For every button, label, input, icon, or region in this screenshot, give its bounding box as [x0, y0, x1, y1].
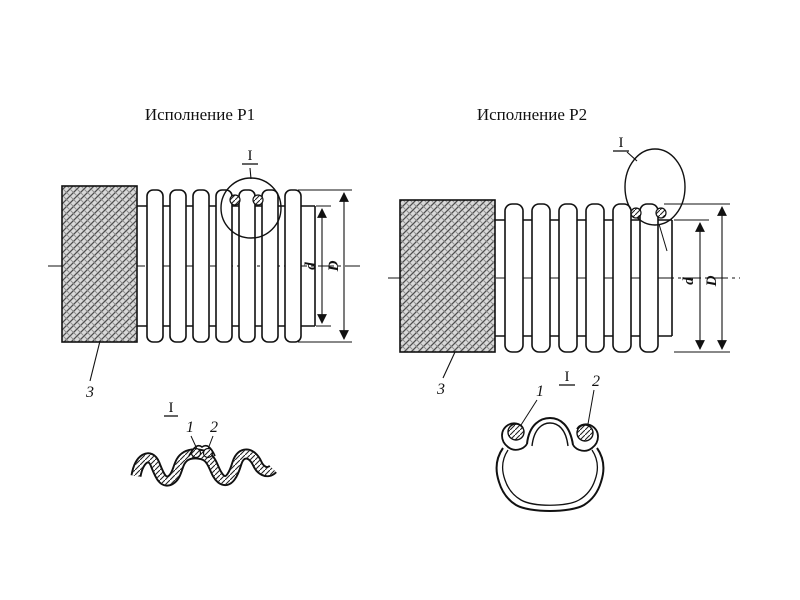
extension-lines-p2 — [664, 203, 730, 353]
detail-circle-p2 — [624, 148, 686, 226]
detail-view-label2-p2: 2 — [592, 373, 600, 390]
detail-ref-label-p1: I — [248, 148, 253, 164]
drawing-p2: Исполнение Р2 I — [388, 105, 740, 512]
detail-callout-p1: I — [220, 148, 282, 239]
detail-leader-p2 — [626, 151, 638, 162]
detail-view-ref-p2: I — [565, 369, 570, 385]
skirt-outer — [495, 447, 605, 512]
wire-section-icon — [202, 447, 214, 459]
seam-curl-left — [501, 422, 528, 451]
braid-wire-section-icon — [252, 194, 264, 206]
detail-view-label1-p1: 1 — [186, 419, 194, 436]
dimensions-p2: d D — [664, 203, 730, 353]
dim-label-D-p2: D — [704, 275, 720, 287]
braid-wire-section-icon — [229, 194, 241, 206]
braid-wire-section-icon — [630, 207, 642, 219]
detail-leader-p1 — [249, 167, 252, 180]
detail-view-ref-p1: I — [169, 400, 174, 416]
title-p2: Исполнение Р2 — [477, 105, 587, 124]
drawing-p1: Исполнение Р1 I — [48, 105, 360, 481]
seam-cap-p1 — [188, 444, 216, 457]
extension-lines-p1 — [298, 189, 352, 343]
crest-outer — [526, 416, 574, 446]
label-3-p1: 3 — [85, 384, 94, 401]
detail-view-label2-p1: 2 — [210, 419, 218, 436]
corrugations-p2 — [495, 203, 673, 353]
leader-1-p2 — [520, 399, 538, 426]
braid-wire-section-icon — [655, 207, 667, 219]
corrugations-p1 — [137, 189, 316, 343]
valley-lines-p1 — [137, 205, 316, 327]
braid-sleeve-p2 — [399, 199, 496, 353]
detail-view-label1-p2: 1 — [536, 383, 544, 400]
leader-3-p1 — [89, 340, 101, 382]
crest-inner — [531, 422, 569, 447]
dim-label-d-p1: d — [303, 262, 319, 270]
skirt-inner — [501, 449, 599, 506]
title-p1: Исполнение Р1 — [145, 105, 255, 124]
detail-view-p2: 1 I 2 — [495, 369, 605, 512]
dimensions-p1: d D — [298, 189, 352, 343]
seam-curl-right — [572, 423, 599, 452]
braid-sleeve-p1 — [61, 185, 138, 343]
leader-2-p2 — [587, 389, 595, 425]
detail-ref-label-p2: I — [619, 135, 624, 151]
braid-callout-p1: 3 — [85, 340, 101, 401]
leader-3-p2 — [442, 351, 456, 379]
braid-callout-p2: 3 — [436, 351, 456, 398]
valley-lines-p2 — [495, 219, 673, 337]
dim-label-d-p2: d — [681, 277, 697, 285]
dim-label-D-p1: D — [326, 260, 342, 272]
detail-view-p1: I 1 2 — [136, 400, 273, 481]
detail-callout-p2: I — [613, 135, 686, 252]
label-3-p2: 3 — [436, 381, 445, 398]
wire-leader-p2 — [658, 223, 668, 252]
